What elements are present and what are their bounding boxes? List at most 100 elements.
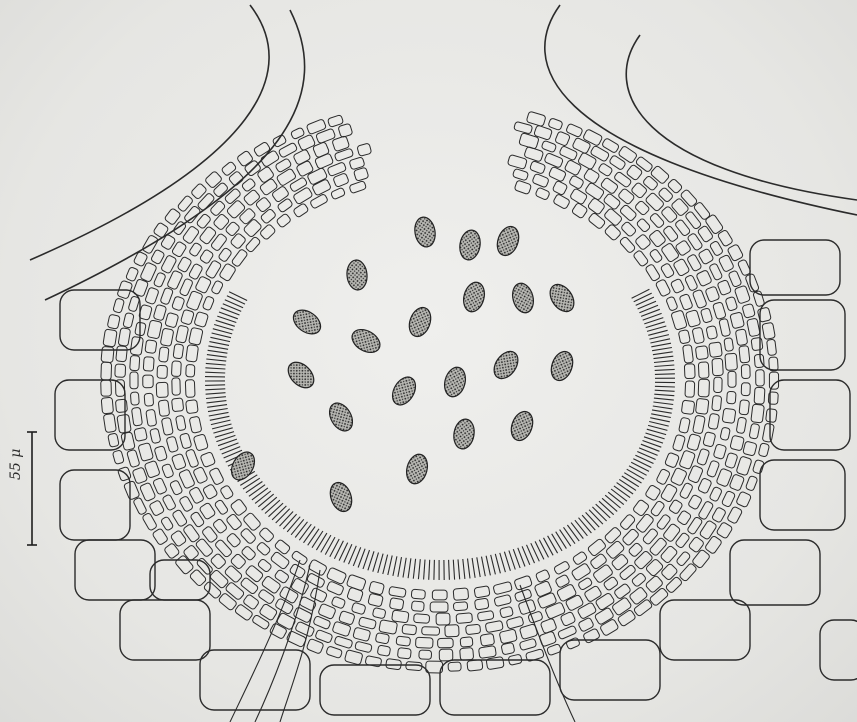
wall-cell	[555, 131, 571, 146]
wall-cell	[344, 650, 363, 666]
wall-cell	[460, 637, 473, 647]
wall-cell	[555, 574, 570, 588]
wall-cell	[150, 428, 161, 444]
wall-cell	[180, 309, 194, 325]
wall-cell	[494, 594, 512, 606]
wall-cell	[415, 637, 433, 648]
wall-cell	[156, 382, 168, 397]
wall-cell	[252, 614, 270, 630]
wall-cell	[289, 177, 308, 193]
conidiophore	[299, 524, 311, 540]
wall-cell	[166, 436, 179, 453]
wall-cell	[713, 302, 727, 320]
spore	[326, 479, 355, 514]
wall-cell	[160, 287, 174, 305]
wall-cell	[108, 433, 120, 447]
conidiophore	[272, 506, 286, 520]
spore	[348, 325, 384, 357]
wall-cell	[133, 279, 149, 297]
wall-cell	[258, 527, 274, 543]
conidiophore	[491, 555, 496, 575]
wall-cell	[160, 516, 173, 531]
conidiophore	[208, 409, 228, 412]
wall-cell	[705, 286, 720, 302]
wall-cell	[552, 180, 568, 195]
wall-cell	[243, 218, 262, 237]
wall-cell	[645, 264, 661, 282]
wall-cell	[739, 346, 750, 363]
wall-cell	[569, 175, 585, 190]
conidiophore	[477, 557, 480, 577]
wall-cell	[118, 328, 131, 347]
wall-cell	[598, 163, 613, 177]
wall-cell	[334, 148, 354, 161]
wall-cell	[695, 398, 709, 414]
wall-cell	[590, 145, 610, 162]
conidiophore	[605, 495, 620, 508]
conidiophore	[654, 394, 674, 396]
wall-cell	[169, 480, 183, 496]
wall-cell	[672, 434, 685, 451]
wall-cell	[742, 303, 755, 318]
host-cell	[60, 470, 130, 540]
wall-cell	[565, 594, 584, 611]
conidiophore	[567, 525, 579, 541]
wall-cell	[743, 441, 757, 456]
wall-cell	[372, 607, 386, 618]
wall-cell	[165, 312, 179, 328]
conidiophore	[653, 402, 673, 405]
conidiophore	[617, 483, 634, 494]
wall-cell	[439, 649, 453, 661]
wall-cell	[751, 404, 765, 423]
wall-cell	[486, 657, 504, 670]
wall-cell	[714, 377, 723, 392]
conidiophore	[403, 558, 406, 578]
wall-cell	[499, 629, 517, 644]
conidiophore	[548, 536, 558, 553]
wall-cell	[753, 290, 765, 307]
wall-cell	[276, 168, 297, 186]
wall-cell	[115, 364, 126, 377]
wall-cell	[678, 330, 690, 345]
wall-cell	[402, 624, 417, 635]
conidiophore	[206, 393, 226, 395]
wall-cell	[736, 417, 747, 434]
wall-cell	[172, 509, 188, 527]
wall-cell	[194, 311, 209, 327]
wall-cell	[587, 197, 605, 215]
conidiophore	[453, 560, 454, 580]
wall-cell	[239, 207, 257, 225]
wall-cell	[619, 236, 636, 253]
wall-cell	[747, 318, 761, 337]
wall-cell	[200, 452, 216, 468]
conidiophore-palisade	[205, 289, 675, 580]
conidiophore	[210, 416, 230, 420]
conidiophore	[649, 335, 669, 340]
wall-cell	[199, 226, 217, 245]
wall-cell	[164, 543, 180, 560]
conidiophore	[648, 425, 667, 430]
wall-cell	[153, 477, 168, 495]
wall-cell	[397, 648, 411, 659]
wall-cell	[171, 398, 183, 412]
conidiophore	[652, 410, 672, 413]
conidiophore	[308, 529, 319, 546]
wall-cell	[728, 270, 742, 287]
wall-cell	[193, 466, 208, 484]
wall-cell	[705, 214, 724, 235]
wall-cell	[727, 391, 737, 404]
wall-cell	[762, 423, 774, 442]
wall-cell	[139, 482, 156, 501]
conidiophore	[413, 559, 415, 579]
wall-cell	[534, 125, 553, 140]
conidiophore	[210, 337, 230, 341]
wall-cell	[185, 380, 195, 398]
conidiophore	[552, 534, 562, 551]
conidiophore	[249, 485, 265, 497]
wall-cell	[725, 296, 738, 311]
wall-cell	[649, 248, 663, 263]
conidiophore	[207, 355, 227, 358]
host-cell	[55, 380, 125, 450]
wall-cell	[480, 633, 495, 646]
wall-cell	[306, 119, 326, 135]
